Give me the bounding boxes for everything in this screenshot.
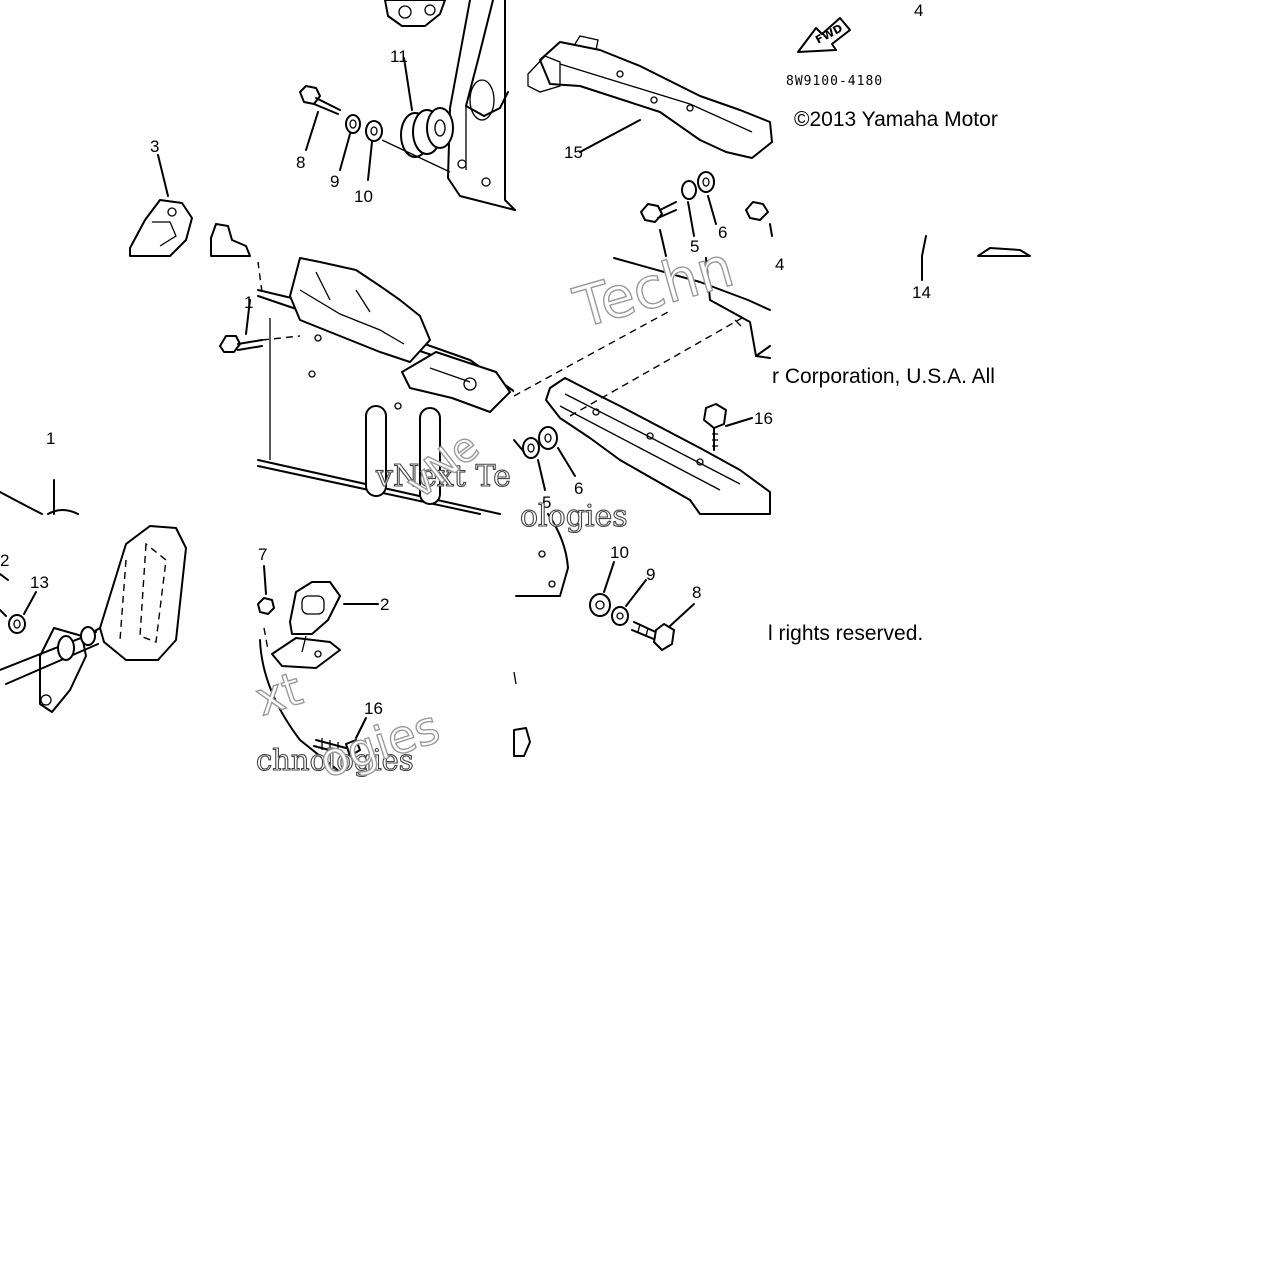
callout-13: 13 — [30, 573, 49, 592]
callout-16-mid: 16 — [754, 409, 773, 428]
tile-bottom-left — [0, 525, 187, 713]
tile-row1-left — [0, 479, 79, 515]
tile-center-right — [513, 257, 771, 515]
callout-2-bottom: 2 — [380, 595, 389, 614]
callout-2-left: 2 — [0, 551, 9, 570]
callout-6-mid: 6 — [574, 479, 583, 498]
watermark-ologies: ologies — [520, 499, 628, 534]
tile-bottom-right — [513, 513, 695, 757]
tile-top-right-a — [527, 35, 773, 257]
callout-numbers: 3 11 8 9 10 15 5 6 4 4 14 1 16 5 6 1 2 1… — [0, 1, 931, 718]
copyright-part-1: ©2013 Yamaha Motor — [794, 108, 998, 131]
tile-top-middle — [299, 0, 516, 211]
callout-8-bottom: 8 — [692, 583, 701, 602]
callout-5-top: 5 — [690, 237, 699, 256]
callout-9-top: 9 — [330, 172, 339, 191]
callout-4-mid: 4 — [775, 255, 784, 274]
callout-3: 3 — [150, 137, 159, 156]
copyright-part-2: r Corporation, U.S.A. All — [772, 365, 995, 388]
callout-1: 1 — [46, 429, 55, 448]
watermark-vnext-te: vNext Te — [375, 459, 511, 494]
callout-10-bottom: 10 — [610, 543, 629, 562]
tile-top-right-b: FWD — [797, 17, 1031, 257]
callout-6-top: 6 — [718, 223, 727, 242]
tile-center-frame — [219, 257, 516, 515]
callout-9-bottom: 9 — [646, 565, 655, 584]
callout-14: 14 — [912, 283, 931, 302]
callout-10-top: 10 — [354, 187, 373, 206]
copyright-part-3: l rights reserved. — [768, 622, 923, 645]
watermark-chnologies: chnologies — [256, 743, 414, 777]
tile-bottom-middle — [257, 565, 379, 773]
tile-top-left — [129, 154, 251, 257]
callout-16-bottom: 16 — [364, 699, 383, 718]
callout-4-top: 4 — [914, 1, 923, 20]
callout-15: 15 — [564, 143, 583, 162]
callout-5-mid: 5 — [542, 493, 551, 512]
callout-8-top: 8 — [296, 153, 305, 172]
callout-11: 11 — [390, 47, 408, 66]
watermark-xt: xt — [249, 661, 309, 726]
callout-12: 1 — [244, 293, 253, 312]
callout-7: 7 — [258, 545, 267, 564]
part-number: 8W9100-4180 — [786, 74, 883, 89]
